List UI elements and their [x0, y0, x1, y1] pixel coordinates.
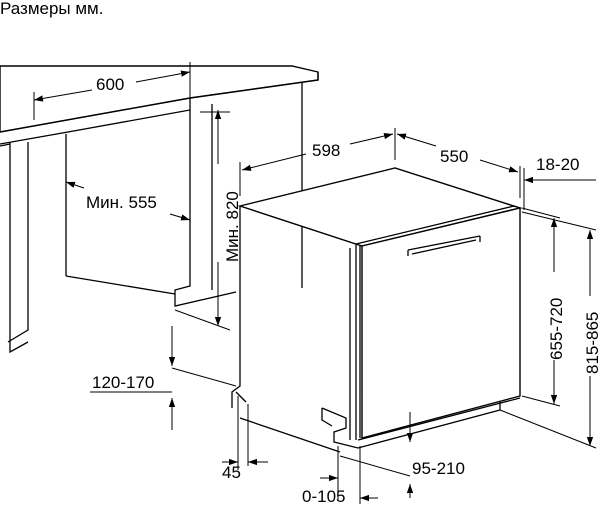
dim-550 [396, 133, 521, 198]
dishwasher [231, 167, 523, 453]
dim-min-555 [65, 181, 191, 221]
niche-back [65, 82, 303, 307]
label-45: 45 [222, 463, 241, 482]
dim-120-170 [90, 326, 237, 430]
label-598: 598 [312, 141, 340, 160]
label-min-555: Мин. 555 [86, 193, 157, 212]
dim-600 [33, 62, 191, 120]
dim-655-720 [521, 207, 561, 407]
dim-95-210 [339, 412, 414, 498]
label-0-105: 0-105 [302, 487, 345, 506]
label-120-170: 120-170 [92, 373, 154, 392]
label-815-865: 815-865 [583, 312, 600, 374]
dim-45 [222, 396, 268, 470]
label-min-820: Мин. 820 [223, 191, 242, 262]
dim-min-820 [174, 110, 231, 331]
label-18-20: 18-20 [536, 155, 579, 174]
door-handle [407, 235, 481, 256]
dim-598 [239, 128, 396, 196]
label-600: 600 [96, 75, 124, 94]
dim-815-865 [499, 211, 597, 449]
label-655-720: 655-720 [547, 298, 566, 360]
cabinet-side-panel [0, 142, 29, 354]
diagram-title: Размеры мм. [0, 0, 103, 18]
label-550: 550 [440, 147, 468, 166]
dim-0-105 [320, 446, 378, 504]
label-95-210: 95-210 [412, 459, 465, 478]
dim-18-20 [523, 168, 596, 210]
